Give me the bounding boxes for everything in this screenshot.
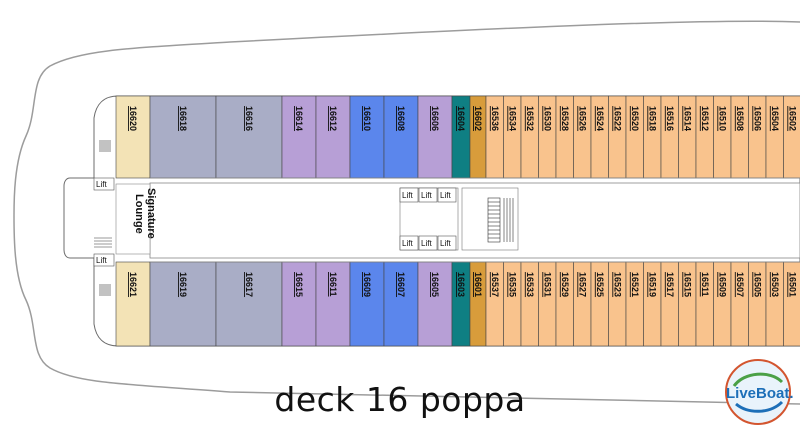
cabin-number: 16509: [717, 272, 727, 297]
hull-outline: [13, 20, 800, 405]
cabin-number: 16505: [752, 272, 762, 297]
cabin-number: 16619: [178, 272, 188, 297]
cabin-number: 16606: [430, 106, 440, 131]
cabin-number: 16614: [294, 106, 304, 131]
lift-label-4: Lift: [402, 239, 413, 248]
cabin-number: 16611: [328, 272, 338, 297]
cabin-number: 16512: [700, 106, 710, 131]
cabin-number: 16534: [507, 106, 517, 131]
aft-service-core: Lift Lift Signature Lounge: [93, 140, 157, 296]
cabin-number: 16506: [752, 106, 762, 131]
lift-label-6: Lift: [440, 239, 451, 248]
cabin-number: 16503: [770, 272, 780, 297]
cabin-number: 16525: [595, 272, 605, 297]
cabin-16618: [149, 95, 217, 179]
cabin-number: 16514: [682, 106, 692, 131]
cabin-number: 16508: [735, 106, 745, 131]
liveboat-logo: LiveBoat.it: [725, 359, 794, 425]
mid-stairs: [487, 197, 514, 243]
cabin-number: 16537: [490, 272, 500, 297]
lift-label-1: Lift: [402, 191, 413, 200]
cabin-number: 16621: [128, 272, 138, 297]
cabin-number: 16620: [128, 106, 138, 131]
aft-lift-top-label: Lift: [96, 180, 107, 189]
cabin-16615: [281, 261, 317, 347]
cabin-number: 16604: [456, 106, 466, 131]
cabin-number: 16618: [178, 106, 188, 131]
cabin-number: 16529: [560, 272, 570, 297]
cabin-number: 16502: [787, 106, 797, 131]
deck-caption: deck 16 poppa: [274, 380, 526, 419]
cabin-number: 16603: [456, 272, 466, 297]
cabin-number: 16524: [595, 106, 605, 131]
cabin-row-top: 16620 16618 16616 16614 16612 16610 16608 16606…: [115, 95, 800, 179]
cabin-number: 16536: [490, 106, 500, 131]
cabin-number: 16609: [362, 272, 372, 297]
cabin-number: 16521: [630, 272, 640, 297]
aft-lift-bottom-label: Lift: [96, 256, 107, 265]
cabin-number: 16520: [630, 106, 640, 131]
cabin-number: 16511: [700, 272, 710, 297]
cabin-16607: [383, 261, 419, 347]
cabin-number: 16616: [244, 106, 254, 131]
cabin-16621: [115, 261, 151, 347]
cabin-number: 16528: [560, 106, 570, 131]
cabin-number: 16501: [787, 272, 797, 297]
cabin-number: 16608: [396, 106, 406, 131]
cabin-number: 16526: [577, 106, 587, 131]
cabin-number: 16522: [612, 106, 622, 131]
cabin-number: 16607: [396, 272, 406, 297]
cabin-number: 16527: [577, 272, 587, 297]
cabin-number: 16605: [430, 272, 440, 297]
lift-label-2: Lift: [421, 191, 432, 200]
cabin-16608: [383, 95, 419, 179]
cabin-number: 16518: [647, 106, 657, 131]
cabin-16606: [417, 95, 453, 179]
signature-lounge-line1: Signature: [145, 188, 157, 239]
cabin-number: 16531: [542, 272, 552, 297]
logo-text: LiveBoat.it: [726, 385, 794, 402]
cabin-16620: [115, 95, 151, 179]
signature-lounge-line2: Lounge: [133, 194, 145, 234]
cabin-number: 16510: [717, 106, 727, 131]
cabin-number: 16610: [362, 106, 372, 131]
cabin-number: 16602: [473, 106, 483, 131]
cabin-number: 16519: [647, 272, 657, 297]
cabin-number: 16601: [473, 272, 483, 297]
aft-stairs-top: [94, 140, 112, 296]
mid-lift-lobby: Lift Lift Lift Lift Lift Lift: [399, 187, 519, 251]
cabin-16617: [215, 261, 283, 347]
cabin-number: 16535: [507, 272, 517, 297]
lift-label-5: Lift: [421, 239, 432, 248]
cabin-number: 16533: [525, 272, 535, 297]
cabin-number: 16615: [294, 272, 304, 297]
cabin-number: 16617: [244, 272, 254, 297]
cabin-number: 16532: [525, 106, 535, 131]
lift-label-3: Lift: [440, 191, 451, 200]
cabin-number: 16523: [612, 272, 622, 297]
cabin-16616: [215, 95, 283, 179]
cabin-number: 16612: [328, 106, 338, 131]
cabin-16619: [149, 261, 217, 347]
cabin-number: 16507: [735, 272, 745, 297]
cabin-number: 16516: [665, 106, 675, 131]
cabin-number: 16504: [770, 106, 780, 131]
cabin-number: 16517: [665, 272, 675, 297]
cabin-16605: [417, 261, 453, 347]
cabin-row-bottom: 16621 16619 16617 16615 16611 16609 16607 16605…: [115, 261, 800, 347]
cabin-number: 16530: [542, 106, 552, 131]
signature-lounge-label: Signature Lounge: [133, 188, 157, 242]
cabin-number: 16515: [682, 272, 692, 297]
